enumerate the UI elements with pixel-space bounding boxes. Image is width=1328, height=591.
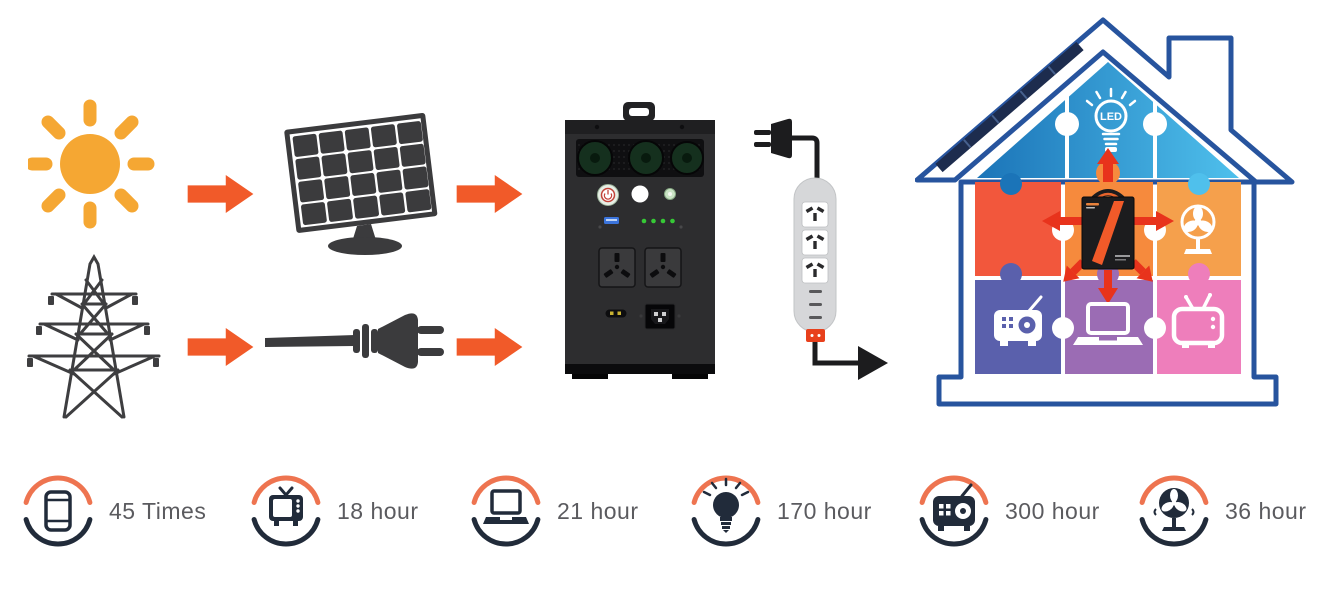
puzzle-house: LED bbox=[915, 17, 1295, 407]
ac-outlet-right bbox=[644, 247, 682, 288]
ac-inlet bbox=[639, 303, 681, 330]
power-strip bbox=[754, 118, 888, 380]
strip-input-plug bbox=[754, 118, 792, 159]
strip-outlets bbox=[801, 201, 829, 284]
radio-icon bbox=[919, 475, 989, 547]
fan-icon bbox=[1139, 475, 1209, 547]
puzzle-piece-tv bbox=[1157, 280, 1241, 374]
small-green-button bbox=[664, 188, 676, 200]
stat-label: 45 Times bbox=[109, 497, 207, 524]
power-station-product bbox=[1081, 189, 1135, 270]
stat-radio-hours: 300 hour bbox=[916, 473, 1100, 549]
gable-puzzle bbox=[977, 62, 1239, 178]
strip-switch bbox=[806, 329, 825, 342]
led-label: LED bbox=[1100, 111, 1122, 123]
stat-label: 18 hour bbox=[337, 497, 419, 524]
output-arrow bbox=[858, 346, 888, 380]
sun-icon bbox=[28, 99, 155, 229]
solar-panel-icon bbox=[284, 113, 438, 255]
stat-label: 300 hour bbox=[1005, 497, 1100, 524]
strip-usb-slots bbox=[809, 290, 822, 319]
fan-icon bbox=[1180, 204, 1216, 254]
puzzle-piece-orange-red bbox=[975, 182, 1061, 276]
strip-cable-out bbox=[812, 342, 858, 366]
flow-arrow-tower-to-plug bbox=[187, 327, 254, 367]
ac-plug-icon bbox=[265, 313, 444, 369]
transmission-tower-icon bbox=[27, 253, 161, 419]
dc-port bbox=[604, 308, 628, 319]
house-roof bbox=[915, 17, 1295, 185]
round-button bbox=[631, 185, 649, 203]
laptop-icon bbox=[471, 475, 541, 547]
bulb-icon bbox=[691, 475, 761, 547]
stat-label: 36 hour bbox=[1225, 497, 1307, 524]
flow-arrow-plug-to-station bbox=[456, 327, 523, 367]
stat-bulb-hours: 170 hour bbox=[688, 473, 872, 549]
stat-label: 21 hour bbox=[557, 497, 639, 524]
strip-cable-in bbox=[792, 135, 820, 180]
flow-arrow-sun-to-panel bbox=[187, 174, 254, 214]
cooling-fans bbox=[577, 140, 704, 176]
laptop-icon bbox=[1073, 302, 1143, 345]
stat-fan-hours: 36 hour bbox=[1136, 473, 1307, 549]
stat-tv-hours: 18 hour bbox=[248, 473, 419, 549]
distribution-arrows bbox=[1042, 148, 1174, 304]
ac-outlet-left bbox=[598, 247, 636, 288]
smartphone-icon bbox=[23, 475, 93, 547]
roof-solar-strip bbox=[935, 41, 1084, 173]
radio-icon bbox=[994, 295, 1043, 346]
stat-laptop-hours: 21 hour bbox=[468, 473, 639, 549]
tv-icon bbox=[1171, 293, 1225, 348]
tv-icon bbox=[251, 475, 321, 547]
portable-power-station bbox=[565, 102, 715, 379]
power-button bbox=[597, 184, 619, 206]
stat-label: 170 hour bbox=[777, 497, 872, 524]
battery-leds bbox=[641, 218, 675, 224]
stat-phone-charges: 45 Times bbox=[20, 473, 206, 549]
flow-arrow-panel-to-station bbox=[456, 174, 523, 214]
puzzle-piece-fan bbox=[1157, 182, 1241, 276]
